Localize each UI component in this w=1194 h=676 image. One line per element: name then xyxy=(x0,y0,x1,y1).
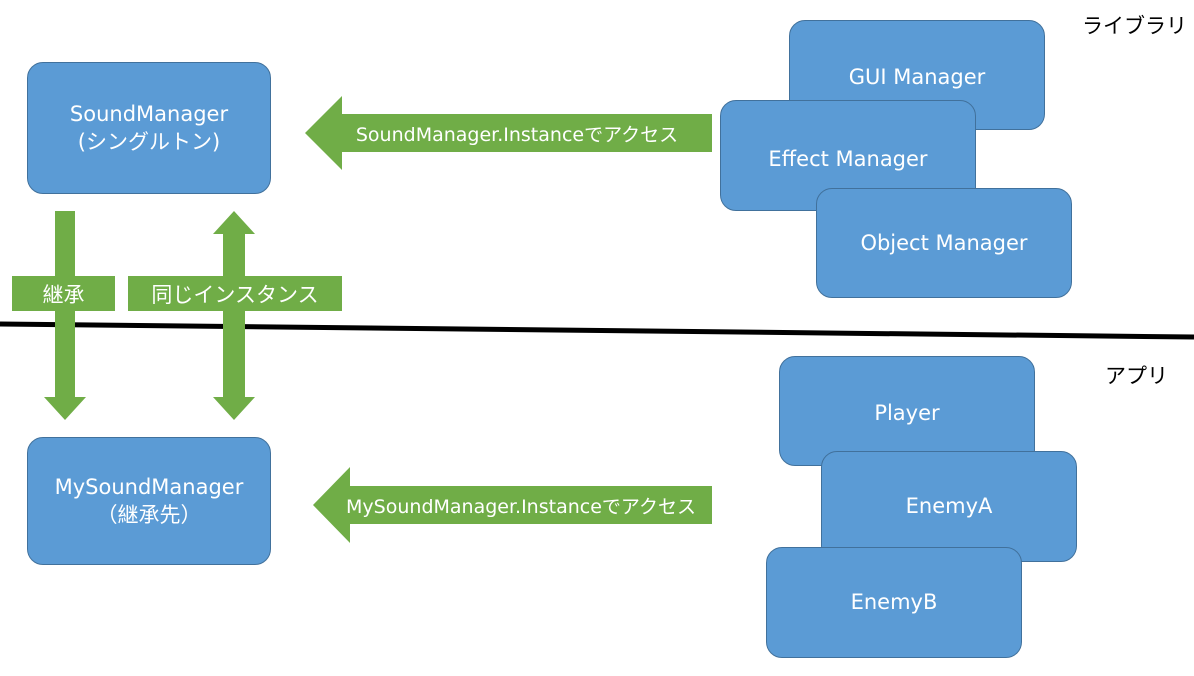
my-sound-manager-title: MySoundManager xyxy=(54,474,244,499)
player-box: Player xyxy=(779,356,1035,466)
inherit-label: 継承 xyxy=(12,276,115,311)
my-sound-manager-box: MySoundManager （継承先） xyxy=(27,437,271,565)
enemy-b-label: EnemyB xyxy=(850,590,938,615)
sound-manager-title: SoundManager xyxy=(69,101,229,126)
sound-manager-subtitle: (シングルトン) xyxy=(77,130,221,154)
same-instance-arrow xyxy=(213,211,255,420)
app-section-label: アプリ xyxy=(1105,364,1168,388)
sound-manager-box: SoundManager (シングルトン) xyxy=(27,62,271,194)
object-manager-label: Object Manager xyxy=(860,230,1028,255)
same-instance-label: 同じインスタンス xyxy=(128,276,342,311)
library-section-label: ライブラリ xyxy=(1082,14,1187,38)
top-access-arrow xyxy=(305,96,712,170)
enemy-a-box: EnemyA xyxy=(821,451,1077,562)
bottom-access-label: MySoundManager.Instanceでアクセス xyxy=(346,495,696,518)
inherit-arrow xyxy=(44,211,86,420)
player-label: Player xyxy=(874,401,940,425)
effect-manager-label: Effect Manager xyxy=(768,147,928,171)
gui-manager-label: GUI Manager xyxy=(848,65,986,89)
top-access-label: SoundManager.Instanceでアクセス xyxy=(355,123,679,146)
enemy-b-box: EnemyB xyxy=(766,547,1022,658)
section-divider xyxy=(0,321,1194,340)
object-manager-box: Object Manager xyxy=(816,188,1072,298)
my-sound-manager-subtitle: （継承先） xyxy=(96,503,202,527)
enemy-a-label: EnemyA xyxy=(905,494,993,519)
bottom-access-arrow xyxy=(313,467,712,543)
